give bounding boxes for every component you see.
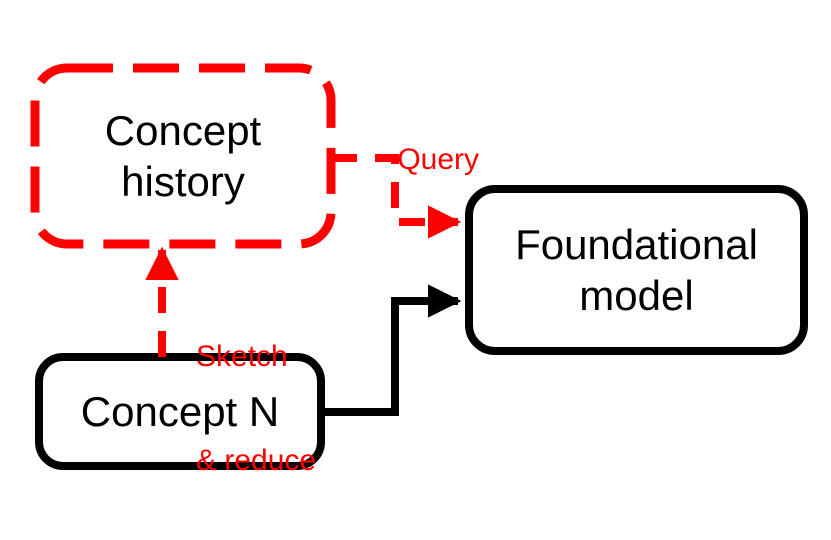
concept-n-to-model-edge-path [321,284,462,416]
sketch-reduce-edge-label: Sketch & reduce [196,270,316,540]
concept-history-box[interactable] [30,63,336,249]
foundational-model-box[interactable] [465,185,808,355]
query-edge-path [331,154,462,239]
query-edge-label: Query [364,108,479,212]
sketch-reduce-label-line-2: & reduce [196,443,317,477]
sketch-reduce-label-line-1: Sketch [196,339,288,373]
query-edge-label-text: Query [397,142,480,176]
